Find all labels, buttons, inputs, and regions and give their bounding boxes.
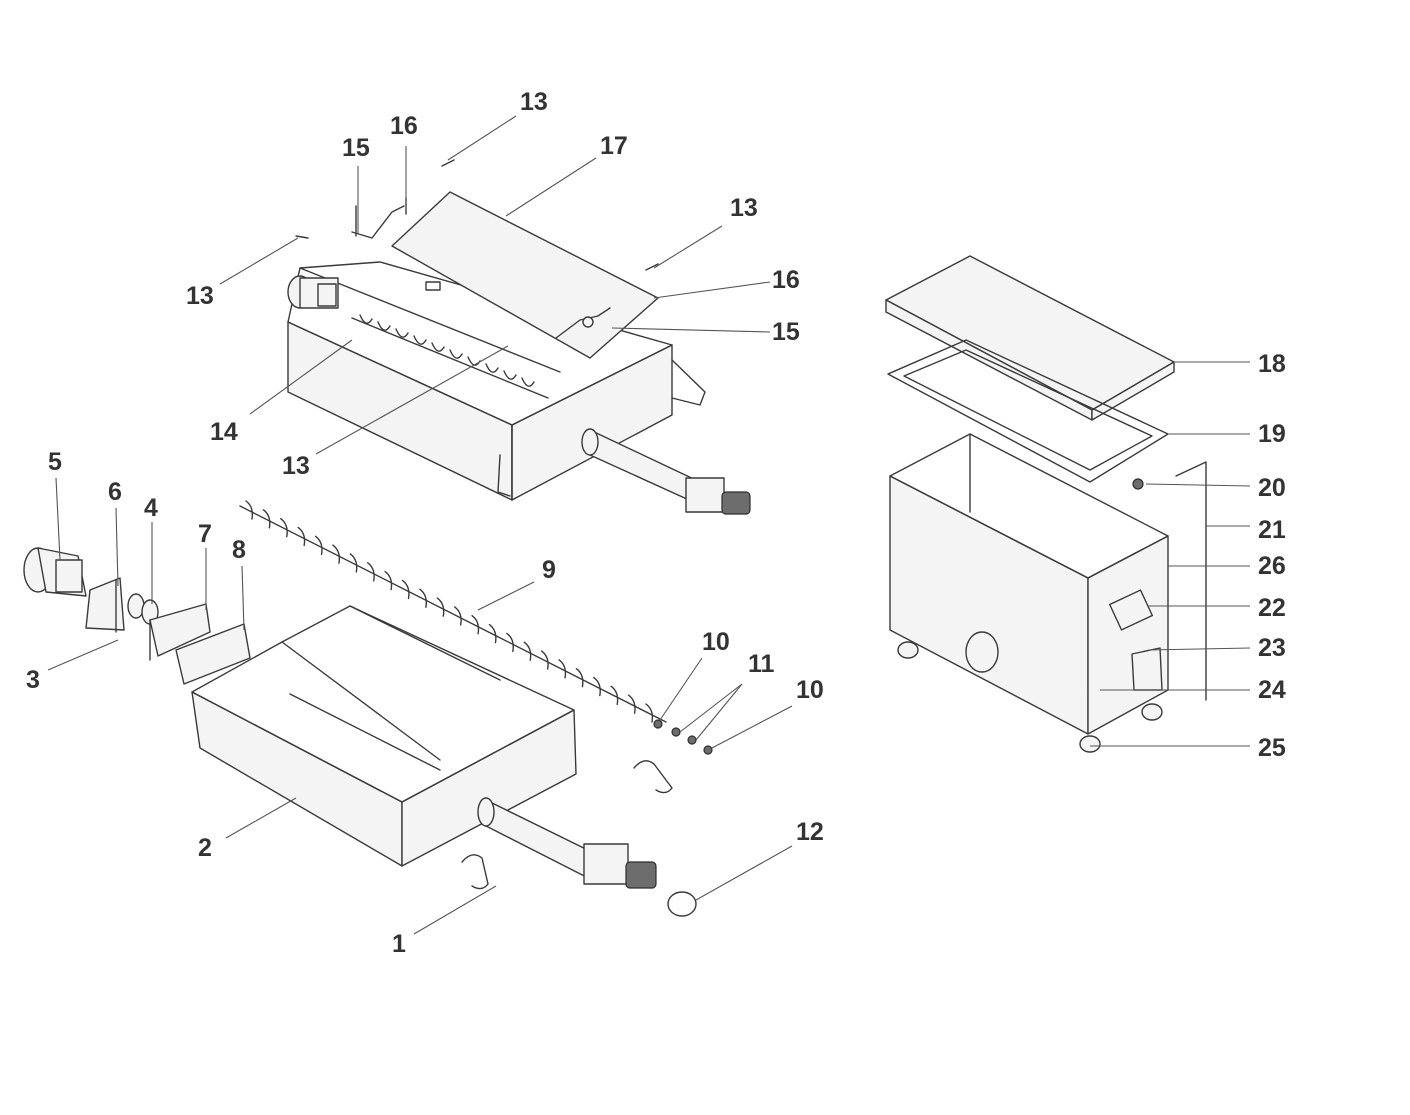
hopper-box [885, 255, 1207, 753]
callout-23: 23 [1258, 634, 1286, 662]
caster-front [1079, 735, 1101, 753]
o-ring-12 [667, 891, 697, 917]
callout-8: 8 [232, 536, 246, 564]
lower-discharge-tube [477, 797, 657, 889]
callout-12: 12 [796, 818, 824, 846]
plate-8 [175, 623, 251, 685]
callout-10-a: 10 [702, 628, 730, 656]
leader-lines [47, 115, 1251, 935]
hopper-port [965, 631, 999, 673]
washer-10-b [703, 745, 713, 755]
upper-discharge-tube [581, 428, 751, 515]
rod-21 [1175, 461, 1207, 701]
callout-21: 21 [1258, 516, 1286, 544]
callout-18: 18 [1258, 350, 1286, 378]
callout-13-c: 13 [186, 282, 214, 310]
callout-20: 20 [1258, 474, 1286, 502]
callout-25: 25 [1258, 734, 1286, 762]
callout-3: 3 [26, 666, 40, 694]
callout-1: 1 [392, 930, 406, 958]
coupling-4 [127, 593, 159, 661]
callout-22: 22 [1258, 594, 1286, 622]
callout-10-b: 10 [796, 676, 824, 704]
washer-11-b [687, 735, 697, 745]
upper-trough-assembly [287, 261, 751, 515]
screw-13-top [441, 159, 455, 167]
lower-trough-2 [191, 605, 577, 867]
callout-6: 6 [108, 478, 122, 506]
callout-13-d: 13 [282, 452, 310, 480]
callout-15-b: 15 [772, 318, 800, 346]
screw-13-right [645, 263, 659, 271]
bracket-7 [149, 603, 211, 657]
screw-13-left [295, 235, 309, 239]
callout-16-a: 16 [390, 112, 418, 140]
callout-4: 4 [144, 494, 158, 522]
washer-10-a [653, 719, 663, 729]
upper-motor [287, 275, 339, 309]
callout-7: 7 [198, 520, 212, 548]
motor-5 [23, 547, 87, 597]
lid-plate-17 [391, 191, 659, 359]
latch-right [555, 307, 611, 339]
latch-22 [1108, 589, 1154, 631]
callout-13-b: 13 [730, 194, 758, 222]
callout-14: 14 [210, 418, 238, 446]
callouts: 1 2 3 4 5 6 7 8 9 10 10 11 12 13 13 13 1… [26, 88, 1286, 958]
auger-9 [239, 500, 667, 723]
callout-19: 19 [1258, 420, 1286, 448]
callout-26: 26 [1258, 552, 1286, 580]
washer-11-a [671, 727, 681, 737]
callout-24: 24 [1258, 676, 1286, 704]
callout-15-a: 15 [342, 134, 370, 162]
clip-1-left [461, 854, 489, 890]
clip-1-right [633, 760, 673, 794]
callout-13-a: 13 [520, 88, 548, 116]
callout-16-b: 16 [772, 266, 800, 294]
knob-20 [1132, 478, 1144, 490]
callout-9: 9 [542, 556, 556, 584]
upper-trough-body [287, 321, 513, 501]
latch-upper-left [351, 197, 407, 239]
callout-17: 17 [600, 132, 628, 160]
gasket-plate-6 [85, 577, 125, 631]
callout-11: 11 [748, 650, 775, 678]
callout-2: 2 [198, 834, 212, 862]
hopper-body [889, 475, 1089, 735]
callout-5: 5 [48, 448, 62, 476]
